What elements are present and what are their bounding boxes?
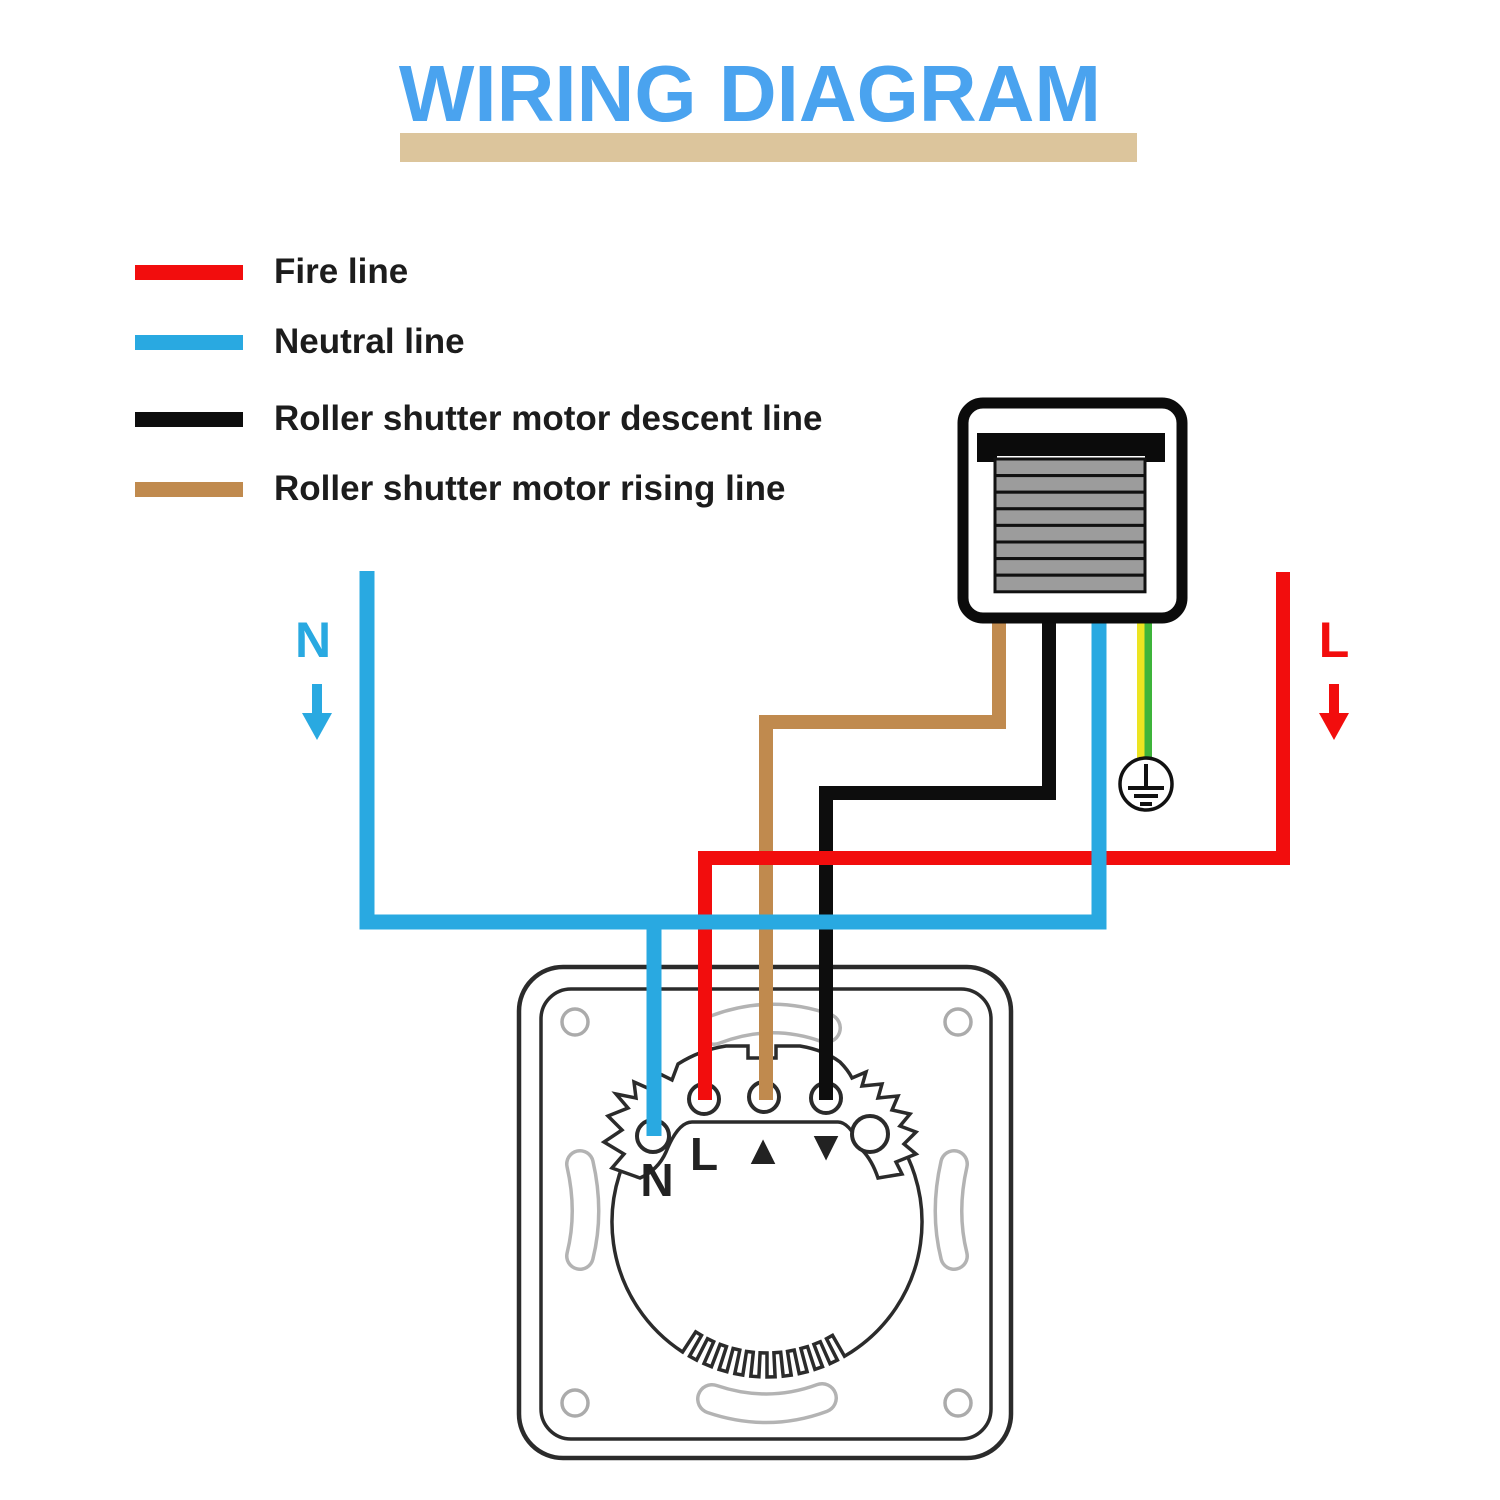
legend-item-fire-line: Fire line	[135, 252, 409, 291]
mounting-slot-left	[565, 1149, 601, 1271]
terminal-up-label: ▲	[742, 1126, 784, 1173]
screw-hole-icon	[943, 1388, 973, 1418]
rising-wire	[759, 612, 1006, 1100]
mounting-slot-right	[933, 1149, 969, 1271]
screw-hole-icon	[560, 1007, 590, 1037]
legend-label: Fire line	[274, 252, 409, 291]
terminal-l-label: L	[690, 1128, 718, 1180]
roller-shutter-motor-icon	[957, 397, 1188, 624]
legend-label: Roller shutter motor rising line	[274, 469, 786, 508]
fire-wire	[698, 572, 1290, 1100]
fire-line-swatch	[135, 264, 243, 280]
ground-wire	[1137, 612, 1152, 758]
neutral-wire	[359, 571, 1107, 930]
legend-item-neutral-line: Neutral line	[135, 322, 465, 361]
switch-claw-ring	[610, 1065, 924, 1379]
title-banner	[400, 133, 1137, 162]
neutral-feed-label: N	[295, 612, 332, 740]
descent-wire	[819, 612, 1056, 1100]
shutter-slats	[993, 457, 1147, 594]
terminal-n-label: N	[640, 1154, 673, 1206]
legend-item-descent-line: Roller shutter motor descent line	[135, 399, 823, 438]
terminal-down-label: ▼	[805, 1122, 847, 1169]
mounting-slot-bottom	[696, 1382, 838, 1425]
live-label: L	[1319, 612, 1350, 668]
neutral-line-swatch	[135, 334, 243, 350]
rising-line-swatch	[135, 481, 243, 497]
down-arrow-icon	[1319, 684, 1349, 740]
page-title: WIRING DIAGRAM	[398, 49, 1102, 138]
neutral-label: N	[295, 612, 331, 668]
earth-ground-icon	[1118, 756, 1174, 812]
screw-hole-icon	[943, 1007, 973, 1037]
terminal-extra	[850, 1114, 890, 1154]
legend-label: Roller shutter motor descent line	[274, 399, 823, 438]
down-arrow-icon	[302, 684, 332, 740]
legend-item-rising-line: Roller shutter motor rising line	[135, 469, 786, 508]
legend-label: Neutral line	[274, 322, 465, 361]
screw-hole-icon	[560, 1388, 590, 1418]
live-feed-label: L	[1319, 612, 1350, 740]
descent-line-swatch	[135, 411, 243, 427]
